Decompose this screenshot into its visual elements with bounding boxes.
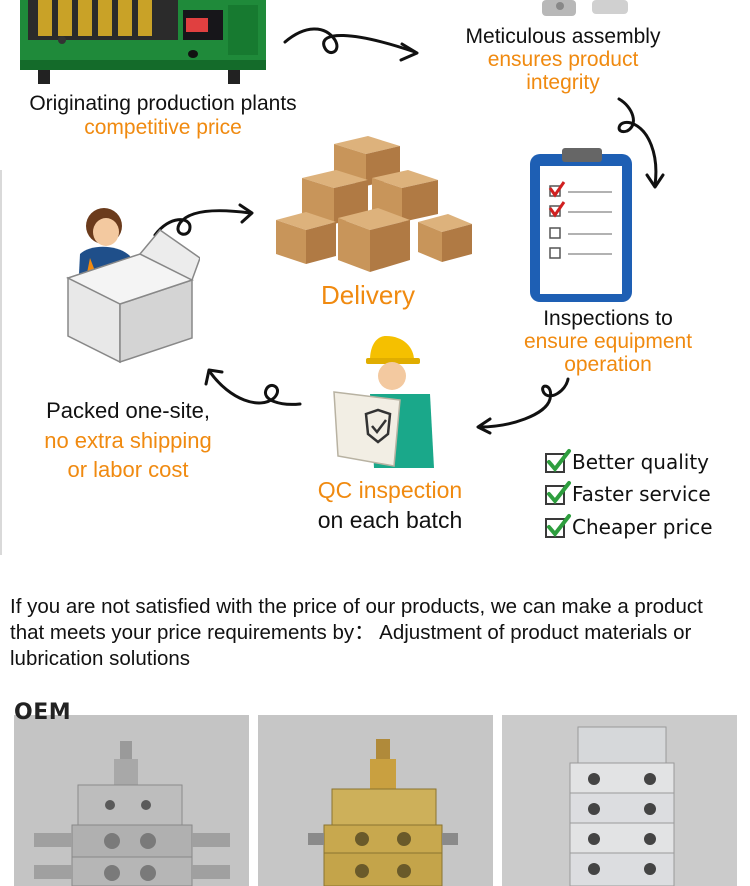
- clipboard-checklist-illustration: [530, 148, 632, 302]
- process-infographic: Originating production plants competitiv…: [0, 0, 713, 555]
- assembly-parts-illustration: [542, 0, 628, 16]
- green-check-icon: [545, 449, 571, 473]
- qc-subtitle: on each batch: [317, 507, 463, 533]
- oem-label: OEM: [14, 700, 72, 725]
- delivery-boxes-illustration: [276, 136, 472, 272]
- inspections-subtitle-2: operation: [564, 353, 652, 376]
- green-check-icon: [545, 514, 571, 538]
- benefit-faster-service: Faster service: [544, 480, 711, 506]
- delivery-label: Delivery: [321, 280, 415, 310]
- packed-title: Packed one-site,: [46, 398, 210, 423]
- price-adjustment-note: If you are not satisfied with the price …: [10, 595, 703, 670]
- qc-title: QC inspection: [317, 477, 463, 503]
- assembly-subtitle-2: integrity: [526, 71, 600, 94]
- oem-product-photo-1: [14, 715, 249, 886]
- arrow-machine-to-assembly: [283, 27, 419, 62]
- benefit-better-quality: Better quality: [544, 448, 709, 474]
- benefit-label: Faster service: [572, 482, 711, 506]
- assembly-subtitle-1: ensures product: [487, 48, 639, 71]
- arrow-assembly-to-inspection: [617, 97, 665, 189]
- assembly-title: Meticulous assembly: [465, 25, 661, 48]
- inspections-subtitle-1: ensure equipment: [523, 330, 693, 353]
- packed-subtitle-2: or labor cost: [67, 457, 189, 482]
- plants-title: Originating production plants: [29, 92, 297, 115]
- inspections-title: Inspections to: [543, 307, 673, 330]
- benefit-label: Better quality: [572, 450, 710, 474]
- arrow-qc-to-packer: [204, 368, 302, 406]
- green-check-icon: [545, 481, 571, 505]
- distributor-block-image: [258, 715, 493, 886]
- oem-product-photo-3: [502, 715, 737, 886]
- divider: [0, 170, 2, 555]
- distributor-block-image: [502, 715, 737, 886]
- distributor-block-image: [14, 715, 249, 886]
- benefit-label: Cheaper price: [572, 515, 713, 539]
- benefit-cheaper-price: Cheaper price: [544, 513, 713, 539]
- packed-subtitle-1: no extra shipping: [44, 428, 212, 453]
- qc-inspector-illustration: [333, 336, 434, 468]
- packer-worker-illustration: [66, 208, 200, 364]
- production-machine-illustration: [20, 0, 266, 84]
- plants-subtitle: competitive price: [84, 116, 242, 139]
- arrow-packer-to-delivery: [153, 203, 254, 237]
- arrow-inspection-to-qc: [476, 377, 570, 435]
- oem-product-photo-2: [258, 715, 493, 886]
